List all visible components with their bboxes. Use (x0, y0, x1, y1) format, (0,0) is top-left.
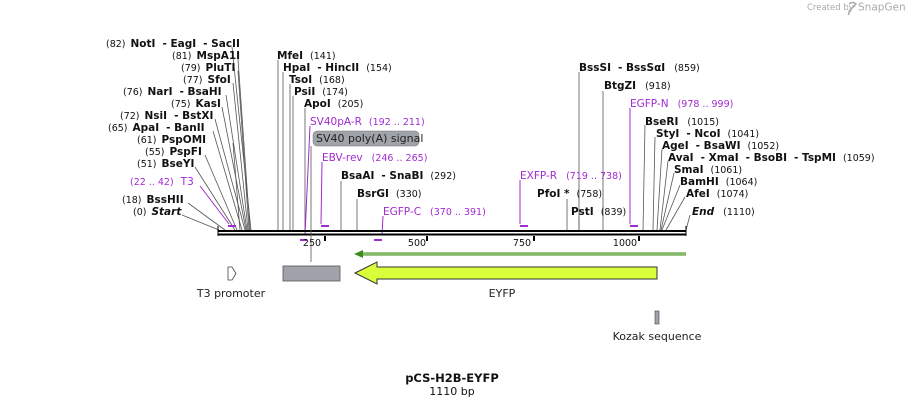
site-label-nsii[interactable]: (72)NsiI- BstXI (120, 110, 213, 122)
site-label-bsaai[interactable]: BsaAI- SnaBI(292) (341, 170, 456, 182)
site-label-kasi[interactable]: (75)KasI (171, 98, 221, 110)
map-title: pCS-H2B-EYFP (405, 371, 499, 385)
primer-markers (228, 225, 638, 241)
credit-brand: SnapGene (858, 2, 905, 14)
ruler-tick-label: 250 (303, 238, 321, 249)
site-label-psti[interactable]: PstI(839) (571, 206, 626, 218)
ruler-tick-label: 500 (408, 238, 426, 249)
middle-site-labels: MfeI(141) HpaI- HincII(154) TsoI(168) Ps… (277, 50, 626, 218)
site-label-bsrgi[interactable]: BsrGI(330) (357, 188, 422, 200)
right-site-labels: BssSI- BssSαI(859) BtgZI(918) BseRI(1015… (579, 62, 875, 218)
site-label-afei[interactable]: AfeI(1074) (686, 188, 748, 200)
site-label-start[interactable]: (0)Start (133, 206, 182, 218)
site-label-hpai[interactable]: HpaI- HincII(154) (283, 62, 392, 74)
primer-label-egfp-n[interactable]: EGFP-N(978 .. 999) (630, 98, 733, 110)
ruler-tick-label: 1000 (613, 238, 637, 249)
primer-label-t3[interactable]: (22 .. 42)T3 (130, 176, 194, 188)
site-label-apoi[interactable]: ApoI(205) (304, 98, 363, 110)
site-label-end[interactable]: End(1110) (692, 206, 755, 218)
site-label-sfoi[interactable]: (77)SfoI (183, 74, 231, 86)
primer-labels: (22 .. 42)T3 SV40pA-R(192 .. 211) EBV-re… (130, 98, 733, 218)
site-label-apai[interactable]: (65)ApaI- BanII (108, 122, 205, 134)
eyfp-label: EYFP (489, 287, 516, 300)
polya-label[interactable]: SV40 poly(A) signal (316, 132, 423, 145)
site-leader-lines (181, 46, 691, 231)
site-label-bseri[interactable]: BseRI(1015) (645, 116, 719, 128)
sv40-polya-feature[interactable] (282, 265, 341, 282)
site-label-notI[interactable]: (82)NotI- EagI- SacII (106, 38, 240, 50)
primer-label-ebv-rev[interactable]: EBV-rev(246 .. 265) (322, 152, 427, 164)
site-label-mfei[interactable]: MfeI(141) (277, 50, 336, 62)
site-label-avai[interactable]: AvaI- XmaI- BsoBI- TspMI(1059) (668, 152, 875, 164)
left-site-labels: (82)NotI- EagI- SacII (81)MspA1I (79)Plu… (106, 38, 240, 218)
polya-label-box (312, 130, 420, 147)
kozak-feature[interactable] (654, 310, 660, 325)
site-label-pluti[interactable]: (79)PluTI (181, 62, 235, 74)
map-length: 1110 bp (429, 385, 474, 398)
site-label-tsoi[interactable]: TsoI(168) (289, 74, 345, 86)
primer-label-exfp-r[interactable]: EXFP-R(719 .. 738) (520, 170, 622, 182)
kozak-label: Kozak sequence (613, 330, 702, 343)
snapgene-logo-icon (848, 1, 858, 16)
site-label-bamhi[interactable]: BamHI(1064) (680, 176, 757, 188)
eyfp-feature-arrow[interactable] (353, 261, 658, 285)
site-label-pspfi[interactable]: (55)PspFI (145, 146, 202, 158)
ruler-tick-label: 750 (513, 238, 531, 249)
primer-leader-lines (199, 108, 631, 236)
site-label-agei[interactable]: AgeI- BsaWI(1052) (662, 140, 779, 152)
site-label-bseyi[interactable]: (51)BseYI (137, 158, 194, 170)
site-label-btgzi[interactable]: BtgZI(918) (604, 80, 671, 92)
site-label-smai[interactable]: SmaI(1061) (674, 164, 742, 176)
eyfp-orf-line (354, 250, 686, 258)
primer-label-egfp-c[interactable]: EGFP-C(370 .. 391) (383, 206, 486, 218)
site-label-bsshii[interactable]: (18)BssHII (122, 194, 184, 206)
sequence-backbone (217, 226, 687, 236)
t3-promoter-label: T3 promoter (196, 287, 266, 300)
site-label-bsssi[interactable]: BssSI- BssSαI(859) (579, 62, 700, 74)
site-label-psii[interactable]: PsiI(174) (294, 86, 348, 98)
ruler: 250 500 750 1000 (303, 236, 640, 249)
site-label-styi[interactable]: StyI- NcoI(1041) (656, 128, 759, 140)
site-label-pspomi[interactable]: (61)PspOMI (137, 134, 206, 146)
credit-prefix: Created by (807, 3, 854, 13)
t3-promoter-arrow[interactable] (227, 266, 237, 281)
site-label-nari[interactable]: (76)NarI- BsaHI (123, 86, 222, 98)
site-label-pfoi[interactable]: PfoI *(758) (537, 188, 602, 200)
primer-label-sv40pa-r[interactable]: SV40pA-R(192 .. 211) (310, 116, 425, 128)
site-label-mspa1i[interactable]: (81)MspA1I (172, 50, 240, 62)
